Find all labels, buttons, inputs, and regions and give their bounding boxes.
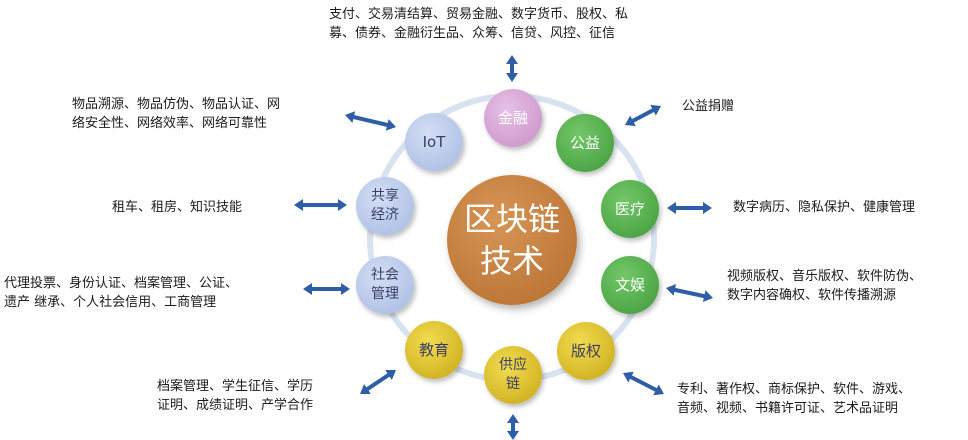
arrow-education [360, 370, 396, 394]
arrow-supply [507, 414, 519, 440]
node-medical: 医疗 [601, 180, 659, 238]
desc-medical: 数字病历、隐私保护、健康管理 [733, 200, 916, 215]
desc-charity: 公益捐赠 [682, 99, 735, 114]
arrow-medical [667, 202, 712, 214]
arrow-social [303, 283, 350, 295]
node-social: 社会 管理 [356, 256, 414, 314]
desc-education: 档案管理、学生征信、学历 证明、成绩证明、产学合作 [157, 379, 314, 413]
arrow-sharing [294, 199, 347, 211]
arrow-copyright [623, 371, 664, 396]
node-culture: 文娱 [601, 256, 659, 314]
arrow-iot [345, 111, 396, 131]
arrow-culture [666, 284, 713, 302]
arrow-charity [625, 104, 661, 127]
arrow-finance [506, 55, 518, 82]
node-copyright: 版权 [557, 322, 615, 380]
desc-copyright: 专利、著作权、商标保护、软件、游戏、 音频、视频、书籍许可证、艺术品证明 [677, 382, 912, 416]
node-education: 教育 [405, 321, 463, 379]
center-blockchain-node: 区块链 技术 [447, 175, 577, 305]
desc-iot: 物品溯源、物品仿伪、物品认证、网 络安全性、网络效率、网络可靠性 [72, 97, 281, 131]
desc-sharing: 租车、租房、知识技能 [112, 200, 243, 215]
node-supply: 供应 链 [484, 346, 542, 404]
node-sharing: 共享 经济 [356, 177, 414, 235]
node-finance: 金融 [484, 89, 542, 147]
desc-culture: 视频版权、音乐版权、软件防伪、 数字内容确权、软件传播溯源 [727, 269, 923, 303]
node-charity: 公益 [556, 114, 614, 172]
desc-social: 代理投票、身份认证、档案管理、公证、 遗产 继承、个人社会信用、工商管理 [4, 276, 239, 310]
node-iot: IoT [405, 113, 463, 171]
arrows-group [294, 55, 713, 440]
desc-finance: 支付、交易清结算、贸易金融、数字货币、股权、私 募、债券、金融衍生品、众筹、信贷… [329, 7, 629, 41]
